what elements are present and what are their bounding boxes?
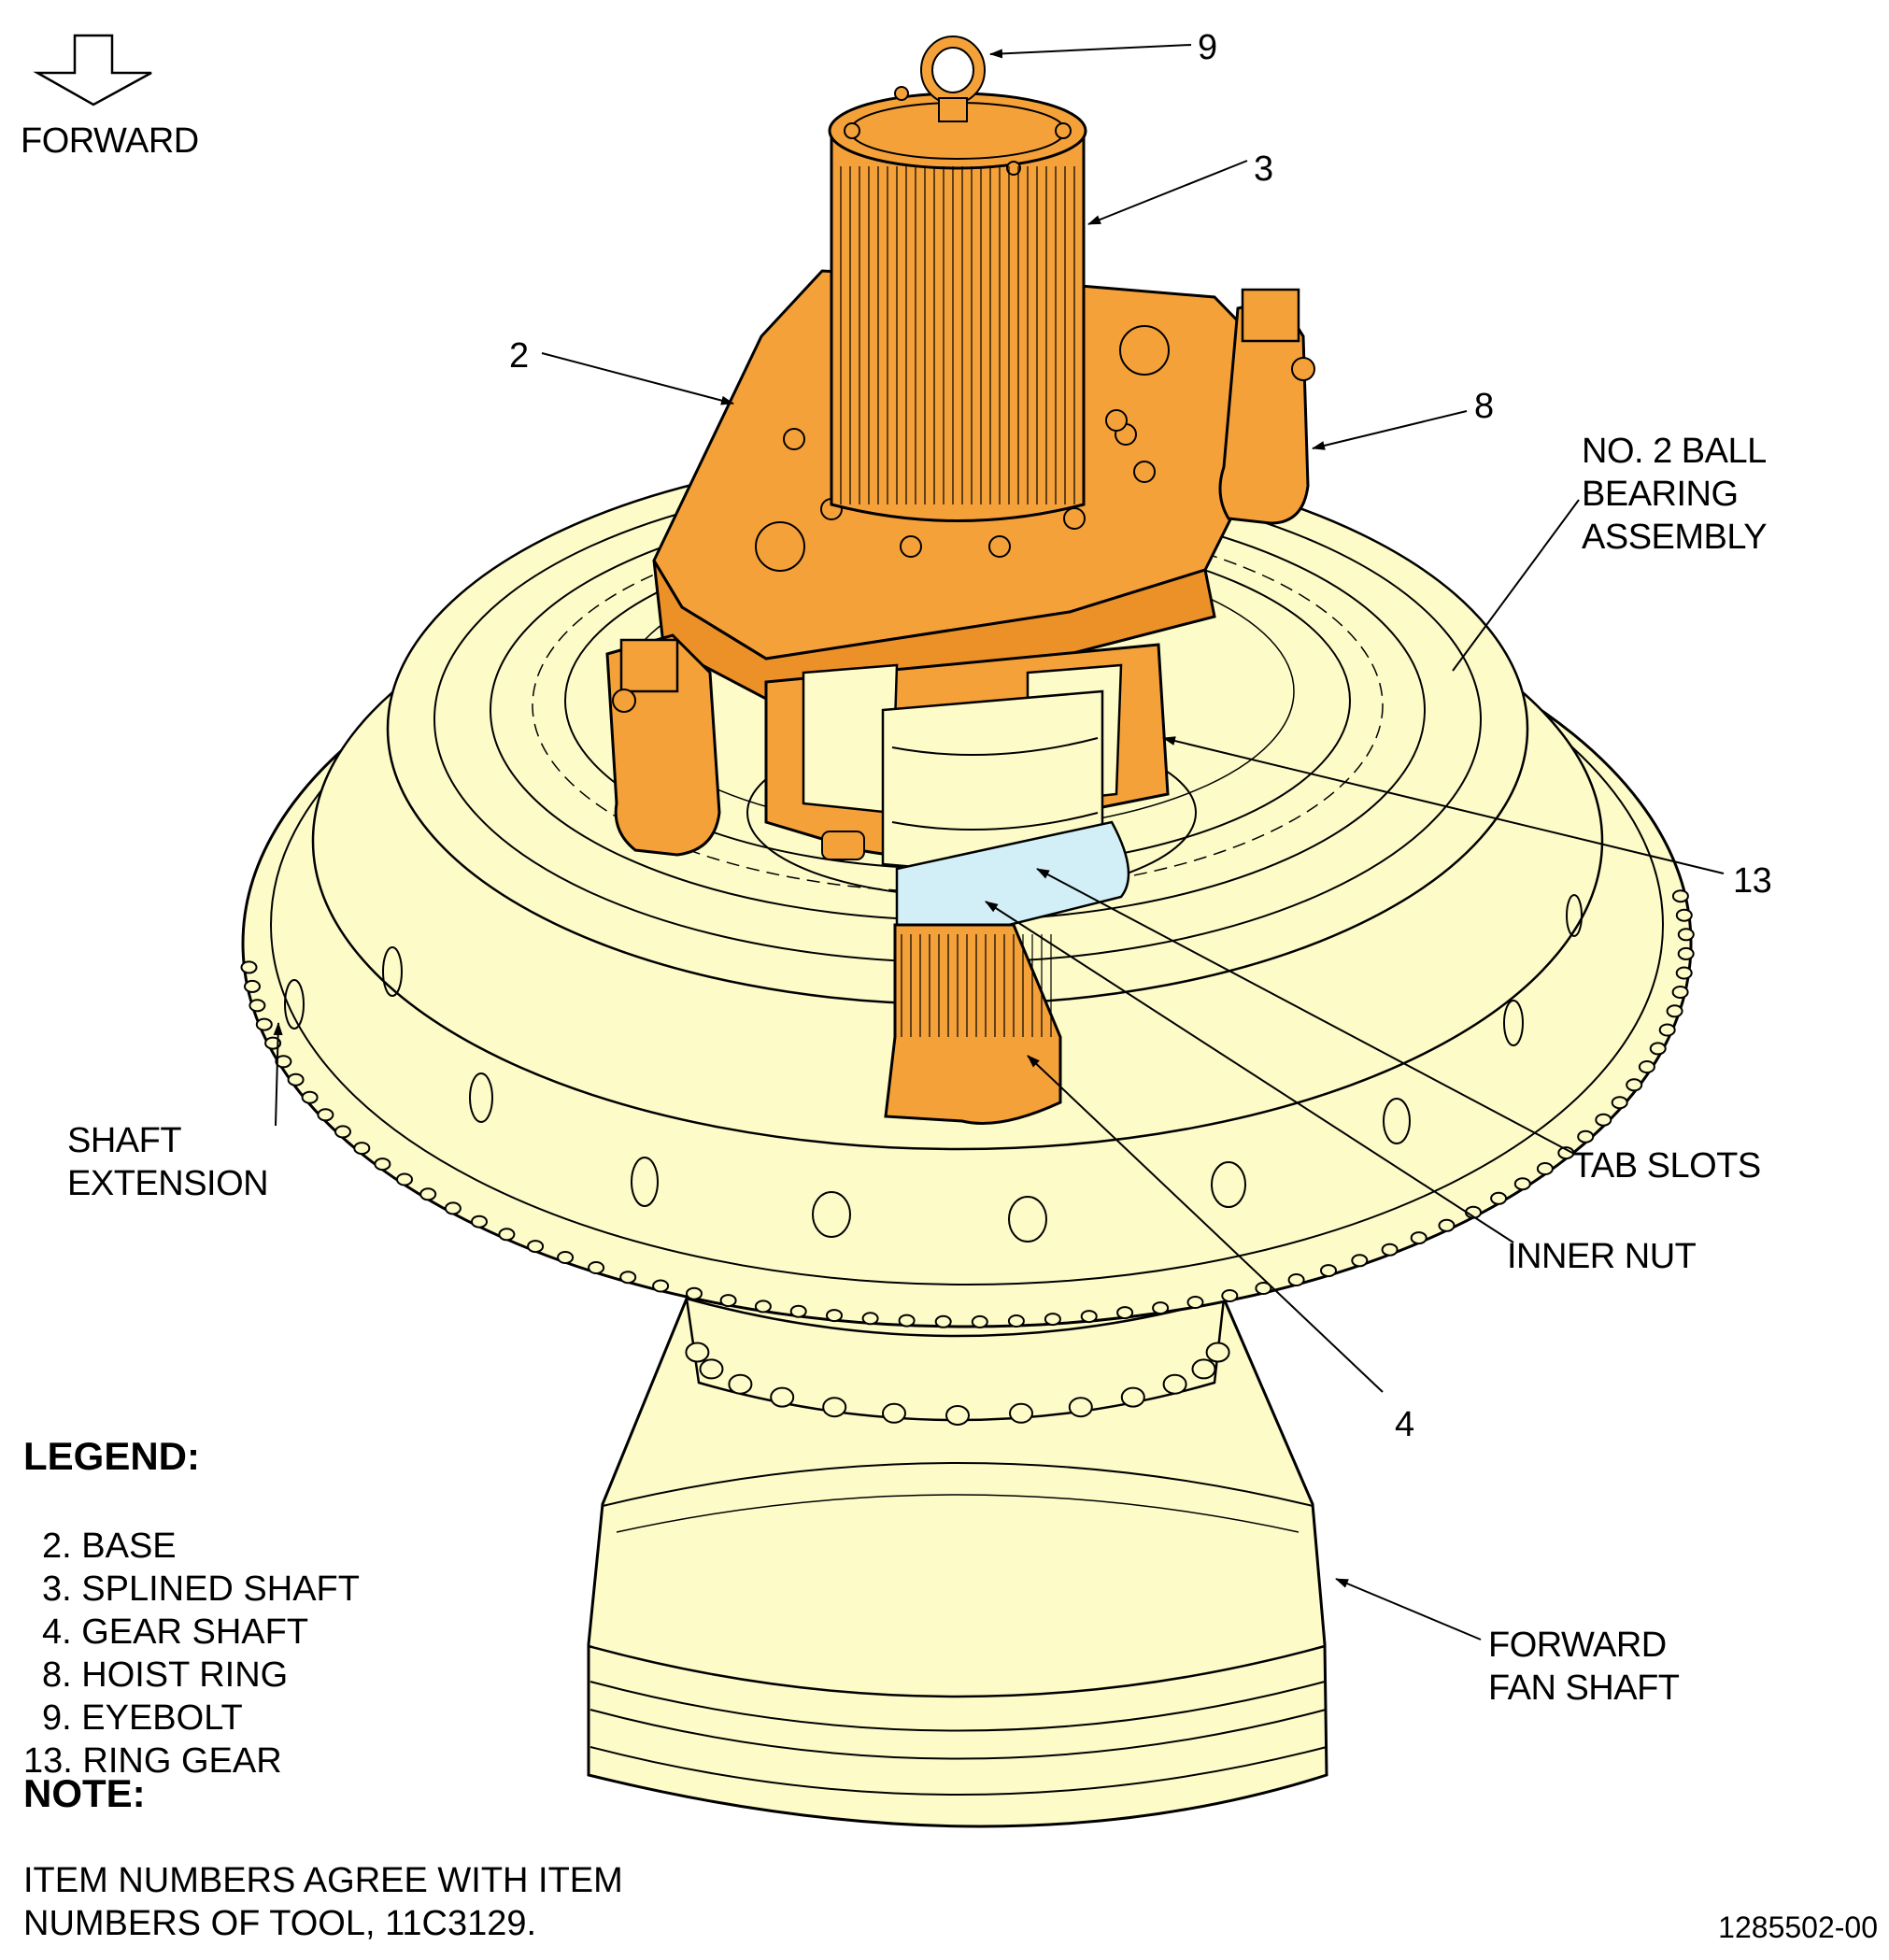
forward-fan-shaft-callout: FORWARD FAN SHAFT xyxy=(1488,1624,1680,1710)
hub-bolt-holes xyxy=(685,1342,1230,1426)
note-title: NOTE: xyxy=(23,1771,146,1815)
forward-fan-shaft-line-2: FAN SHAFT xyxy=(1488,1669,1680,1708)
hoist-ring-part xyxy=(605,288,1315,857)
callout-3: 3 xyxy=(1254,149,1273,189)
legend-item: 2. BASE xyxy=(42,1527,177,1566)
tab-slots-callout: TAB SLOTS xyxy=(1572,1146,1761,1186)
shaft-extension-line-2: EXTENSION xyxy=(67,1164,269,1203)
note-line: NUMBERS OF TOOL, 11C3129. xyxy=(23,1904,537,1943)
legend-title: LEGEND: xyxy=(23,1434,200,1478)
callout-2: 2 xyxy=(509,336,529,376)
eyebolt-part xyxy=(920,36,986,122)
forward-direction-label: FORWARD xyxy=(21,121,199,161)
legend-item: 13. RING GEAR xyxy=(23,1741,282,1781)
shaft-extension-line-1: SHAFT xyxy=(67,1121,182,1160)
legend-item: 4. GEAR SHAFT xyxy=(42,1612,309,1652)
bearing-assembly-callout: NO. 2 BALL BEARING ASSEMBLY xyxy=(1582,430,1768,559)
callout-9: 9 xyxy=(1198,28,1217,67)
legend-item: 3. SPLINED SHAFT xyxy=(42,1569,360,1609)
shaft-extension-callout: SHAFT EXTENSION xyxy=(67,1119,269,1205)
gear-shaft-part xyxy=(884,923,1062,1125)
legend-list: 2. BASE 3. SPLINED SHAFT 4. GEAR SHAFT 8… xyxy=(23,1525,360,1782)
forward-fan-shaft-line-1: FORWARD xyxy=(1488,1626,1667,1665)
rim-bolt-holes xyxy=(240,889,1695,1328)
forward-fan-shaft-part xyxy=(587,1297,1328,1828)
callout-8: 8 xyxy=(1474,387,1494,426)
forward-arrow-icon xyxy=(33,34,152,107)
bearing-line-2: BEARING xyxy=(1582,475,1739,514)
leader-lines xyxy=(273,44,1725,1640)
inner-nut-part xyxy=(895,820,1130,927)
legend-item: 9. EYEBOLT xyxy=(42,1698,243,1738)
figure-number: 1285502-00 xyxy=(1718,1910,1878,1944)
callout-4: 4 xyxy=(1395,1405,1414,1444)
splined-shaft-part xyxy=(828,86,1087,522)
inner-nut-callout: INNER NUT xyxy=(1507,1237,1697,1276)
bearing-line-1: NO. 2 BALL xyxy=(1582,432,1767,471)
callout-13: 13 xyxy=(1733,861,1772,901)
note-text: ITEM NUMBERS AGREE WITH ITEM NUMBERS OF … xyxy=(23,1859,623,1945)
bearing-line-3: ASSEMBLY xyxy=(1582,518,1768,557)
legend-item: 8. HOIST RING xyxy=(42,1655,289,1695)
note-line: ITEM NUMBERS AGREE WITH ITEM xyxy=(23,1861,623,1900)
